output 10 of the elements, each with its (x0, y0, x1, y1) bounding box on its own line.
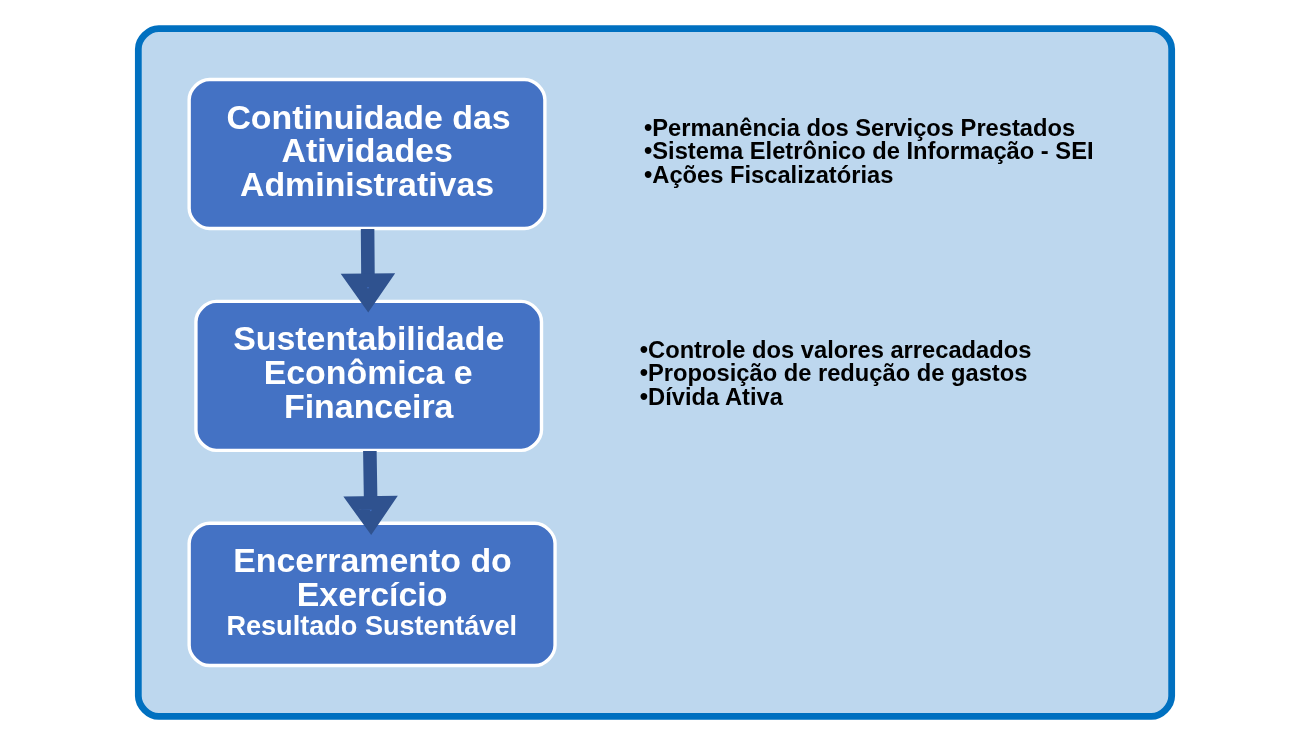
node-box: Continuidade das Atividades Administrativas (186, 77, 547, 231)
node-box: Sustentabilidade Econômica e Financeira (193, 299, 543, 453)
arrow (342, 450, 398, 536)
node-label: •Controle dos valores arrecadados (639, 336, 1031, 363)
node-label: •Proposição de redução de gastos (639, 360, 1027, 387)
arrow (340, 228, 395, 313)
node-box: Encerramento do Exercício Resultado Sustentável (186, 521, 557, 668)
cluster (134, 25, 1175, 720)
node-label: •Ações Fiscalizatórias (643, 162, 893, 189)
node-label: •Permanência dos Serviços Prestados (643, 114, 1075, 141)
